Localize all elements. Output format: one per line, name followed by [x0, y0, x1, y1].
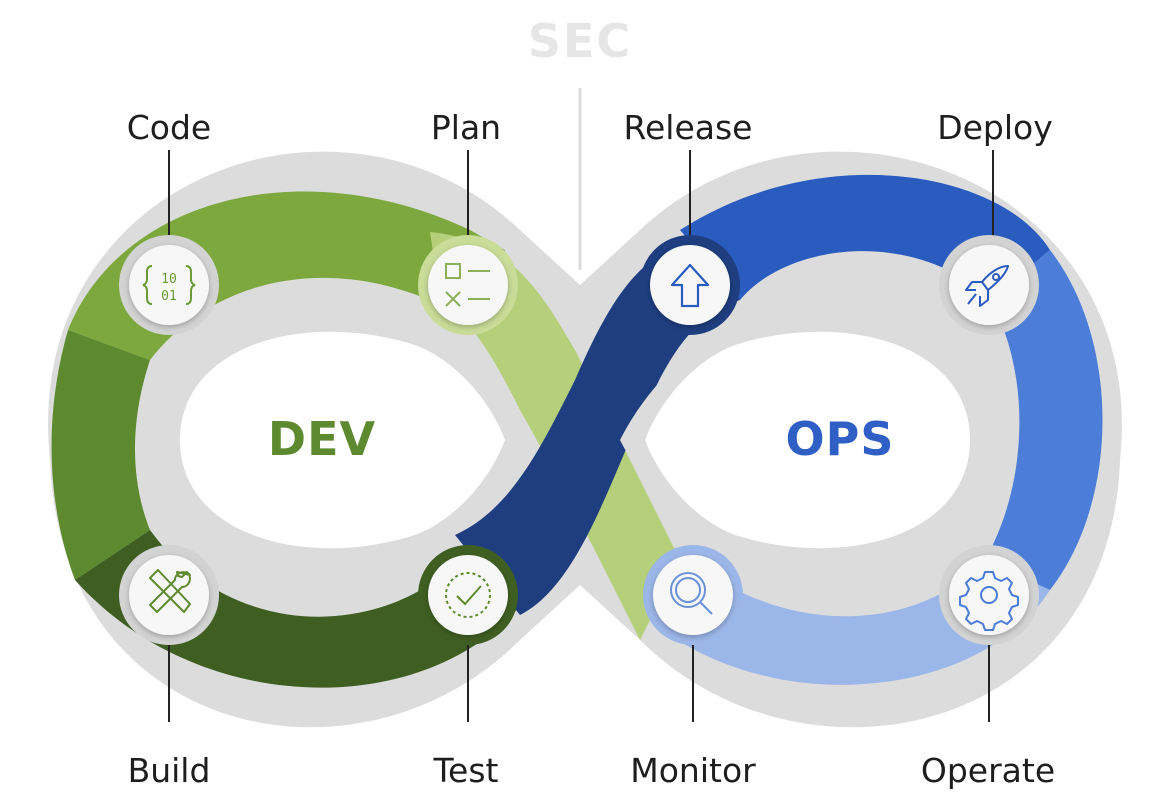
connector-lines — [168, 150, 994, 722]
svg-text:01: 01 — [161, 289, 177, 304]
badge-build — [119, 545, 219, 645]
badge-deploy — [939, 235, 1039, 335]
stage-label-monitor: Monitor — [630, 751, 756, 790]
magnifier-icon — [670, 572, 713, 615]
badge-plan — [418, 235, 518, 335]
stage-label-release: Release — [623, 108, 753, 147]
checklist-icon — [445, 263, 490, 307]
stage-label-operate: Operate — [920, 751, 1056, 790]
badge-code: 10 01 — [119, 235, 219, 335]
check-circle-icon — [445, 572, 491, 618]
arrow-up-icon — [670, 263, 710, 308]
inner-holes — [160, 314, 990, 566]
ops-label: OPS — [785, 412, 895, 466]
tools-icon — [149, 569, 191, 613]
rocket-icon — [965, 265, 1009, 307]
badge-monitor — [643, 545, 743, 645]
stage-label-build: Build — [127, 751, 211, 790]
sec-title: SEC — [527, 14, 633, 68]
stage-label-test: Test — [433, 751, 499, 790]
stage-label-code: Code — [126, 108, 212, 147]
stage-label-deploy: Deploy — [937, 108, 1053, 147]
badge-operate — [939, 545, 1039, 645]
badge-release — [640, 235, 740, 335]
gear-icon — [959, 571, 1019, 631]
dev-label: DEV — [267, 412, 377, 466]
badge-test — [418, 545, 518, 645]
svg-text:10: 10 — [161, 272, 177, 287]
stage-label-plan: Plan — [430, 108, 502, 147]
binary-code-icon: 10 01 — [142, 265, 196, 305]
